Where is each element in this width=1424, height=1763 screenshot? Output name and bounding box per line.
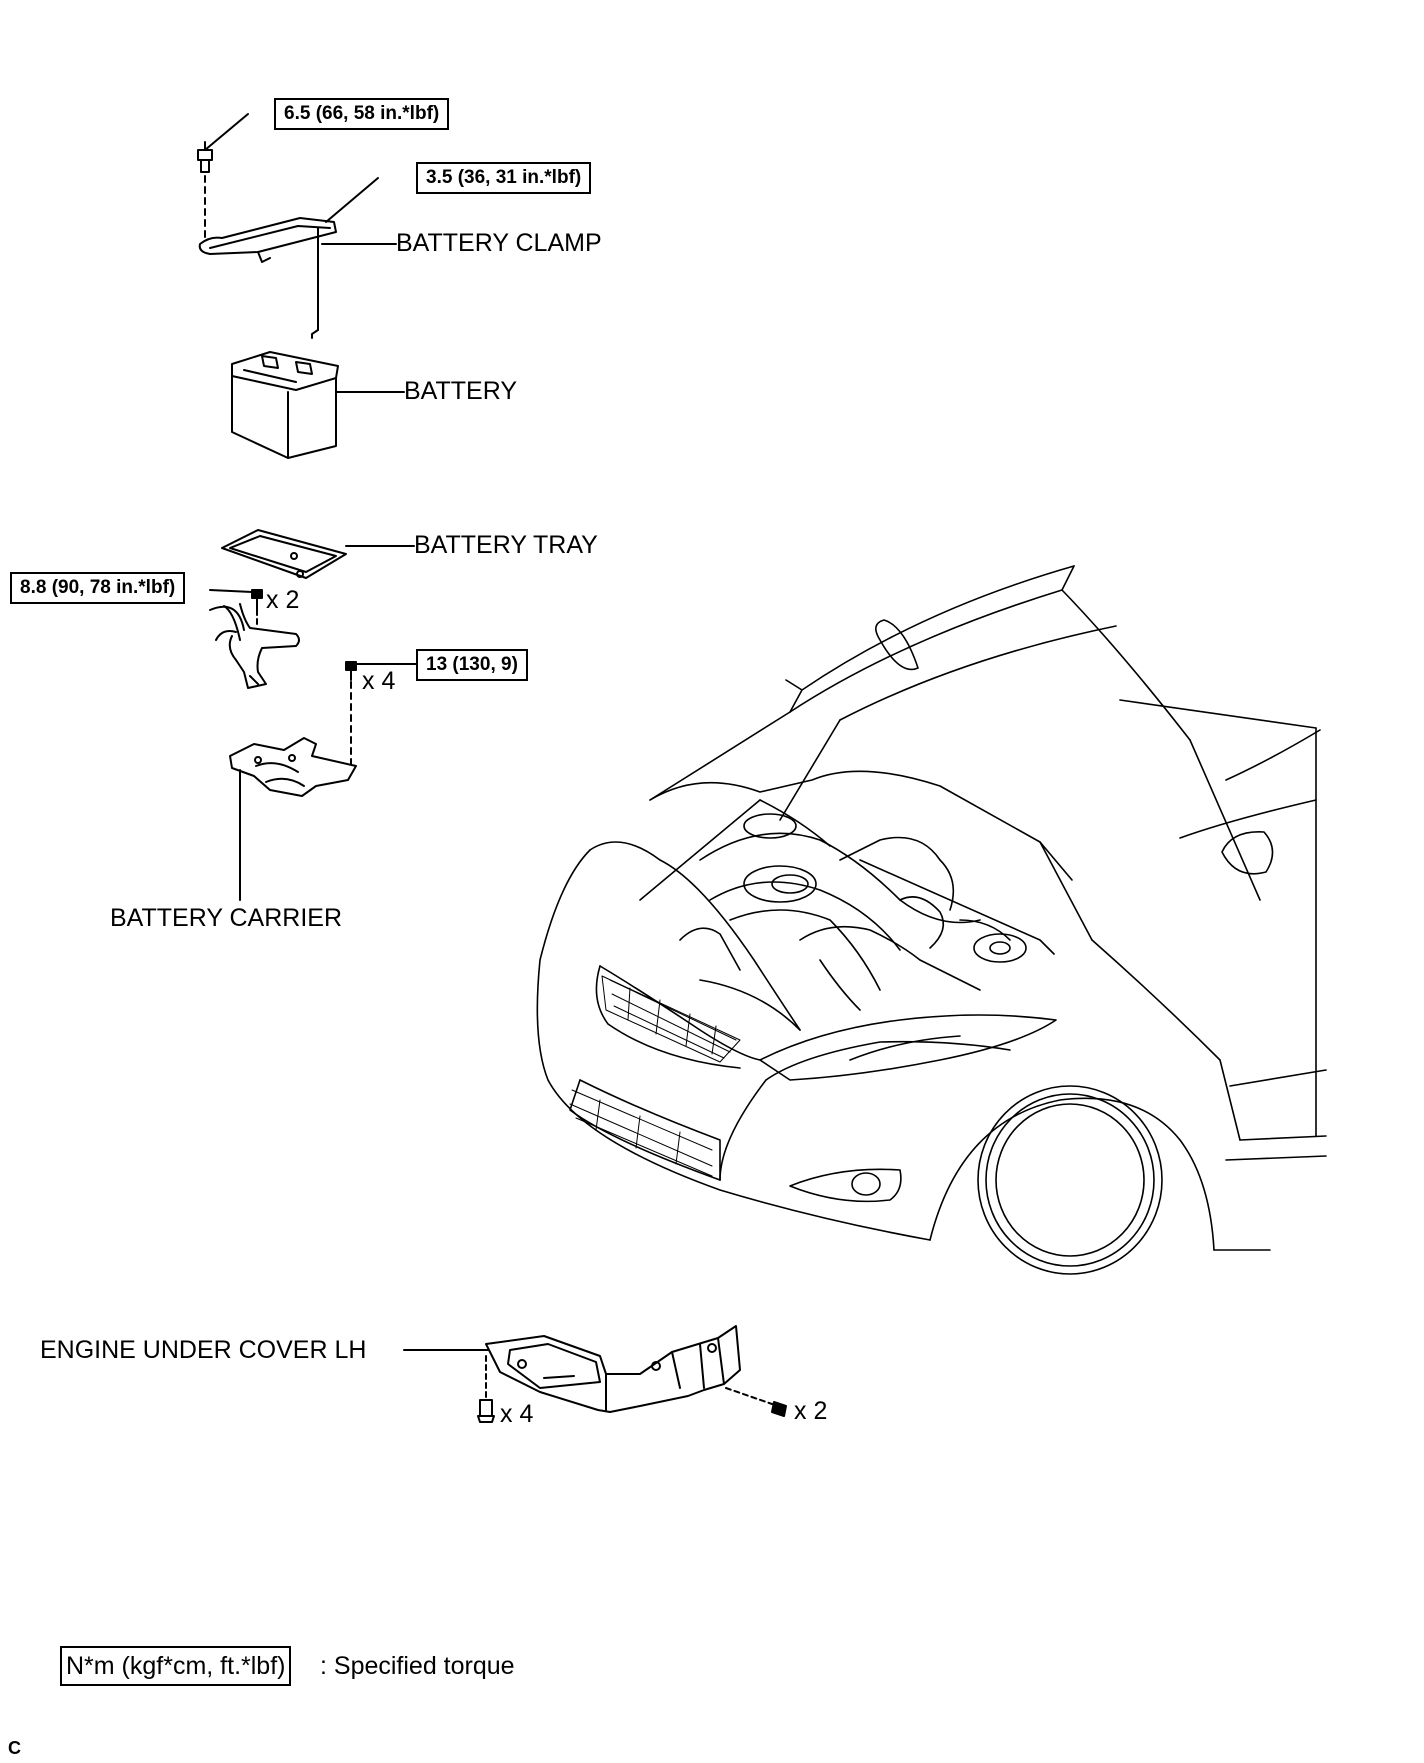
clamp-nut-leader — [325, 177, 379, 223]
carrier-bracket — [209, 603, 300, 689]
engine-under-cover — [485, 1325, 741, 1413]
label-battery-clamp: BATTERY CLAMP — [396, 229, 602, 257]
legend-torque-unit: N*m (kgf*cm, ft.*lbf) — [60, 1646, 292, 1686]
torque-clamp-bolt: 6.5 (66, 58 in.*lbf) — [274, 98, 450, 130]
torque-carrier-bolts: 13 (130, 9) — [416, 649, 528, 681]
torque-clamp-nut: 3.5 (36, 31 in.*lbf) — [416, 162, 592, 194]
qty-cover-clips: x 4 — [500, 1400, 534, 1428]
battery — [231, 351, 339, 459]
battery-tray — [221, 529, 347, 579]
qty-carrier-bolts: x 4 — [362, 667, 396, 695]
battery-clamp — [198, 217, 337, 339]
qty-cover-screws: x 2 — [794, 1397, 828, 1425]
cover-screw-guide — [725, 1387, 773, 1405]
vehicle-outline — [536, 565, 1327, 1275]
clamp-bolt-leader — [204, 113, 249, 151]
cover-screw — [771, 1401, 787, 1417]
label-battery-carrier: BATTERY CARRIER — [110, 904, 342, 932]
carrier-bolt — [345, 661, 357, 681]
grille-mesh — [569, 975, 741, 1177]
torque-carrier-bracket: 8.8 (90, 78 in.*lbf) — [10, 572, 186, 604]
label-engine-under-cover: ENGINE UNDER COVER LH — [40, 1336, 367, 1364]
battery-carrier — [229, 737, 357, 797]
legend-description: : Specified torque — [320, 1652, 515, 1680]
battery-clamp-bolt — [197, 141, 213, 173]
label-battery: BATTERY — [404, 377, 517, 405]
carrier-bracket-bolt — [251, 589, 263, 611]
bracket-bolt-leader — [209, 589, 253, 593]
corner-mark: C — [8, 1738, 21, 1758]
label-battery-tray: BATTERY TRAY — [414, 531, 598, 559]
cover-clip — [477, 1399, 495, 1423]
qty-bracket-bolts: x 2 — [266, 586, 300, 614]
